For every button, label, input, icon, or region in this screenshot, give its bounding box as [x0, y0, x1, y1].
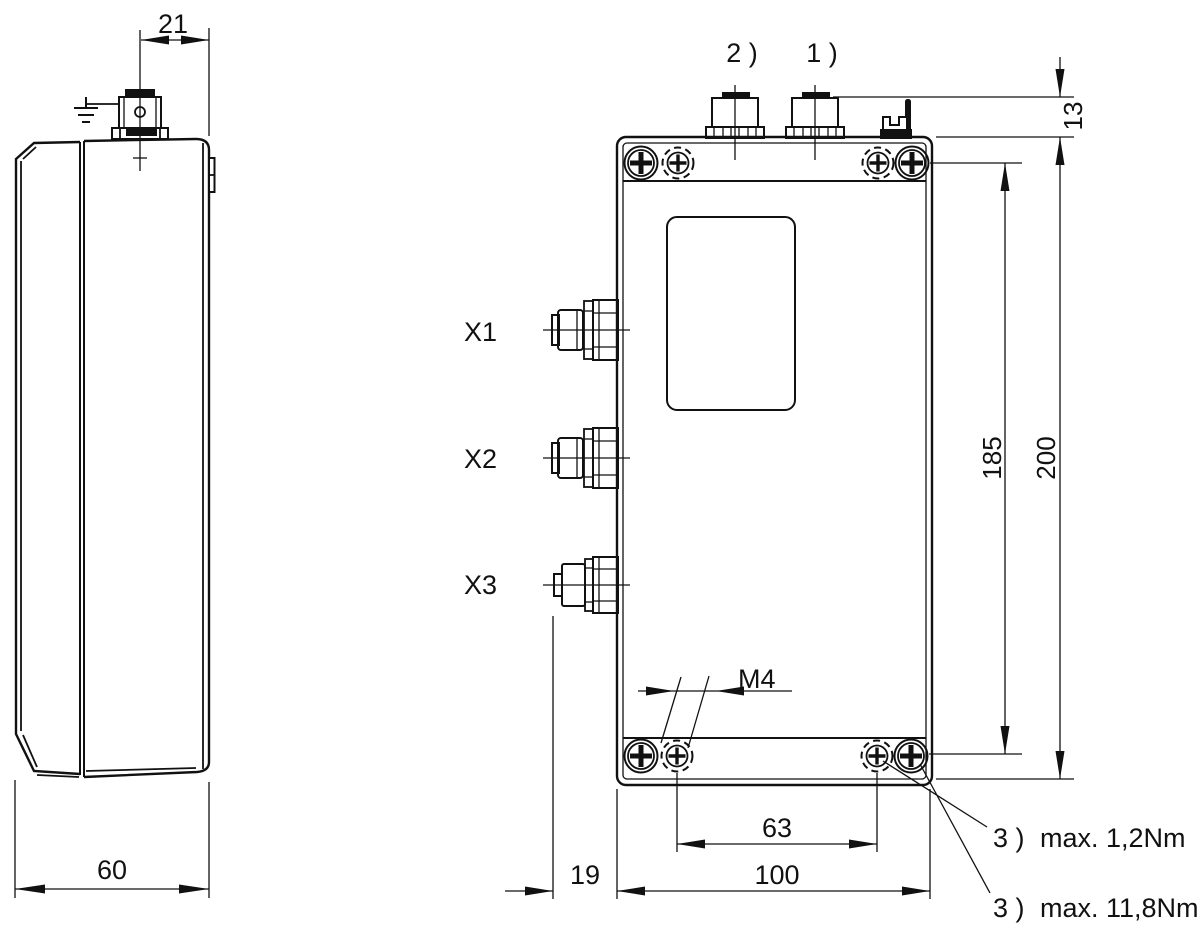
phillips-screw-bottom-left	[623, 738, 659, 774]
dim-13: 13	[833, 57, 1088, 130]
note-1-ref: 3 )	[993, 823, 1025, 853]
note-1-text: max. 1,2Nm	[1040, 823, 1186, 853]
dim-63-value: 63	[762, 813, 792, 843]
dim-m4: M4	[638, 664, 792, 749]
port-x1-label: X1	[464, 317, 497, 347]
gland-x3	[543, 556, 630, 614]
phillips-screw-bottom-right	[893, 738, 929, 774]
dim-200-value: 200	[1031, 436, 1061, 479]
port-x3-label: X3	[464, 570, 497, 600]
front-view: 2 ) 1 )	[464, 38, 1199, 923]
dim-m4-value: M4	[738, 664, 776, 694]
connector-1-label: 1 )	[806, 38, 838, 68]
gland-x1	[543, 299, 630, 361]
side-top-connector	[111, 30, 169, 171]
top-connector-1	[785, 85, 845, 160]
port-x2-label: X2	[464, 444, 497, 474]
label-plate	[666, 216, 796, 411]
dim-21-value: 21	[158, 9, 188, 39]
dim-60-value: 60	[97, 855, 127, 885]
side-view-lid	[14, 140, 81, 778]
note-2-ref: 3 )	[993, 893, 1025, 923]
dim-19-value: 19	[570, 860, 600, 890]
connector-2-label: 2 )	[726, 38, 758, 68]
dim-13-value: 13	[1058, 102, 1088, 131]
dim-19-100: 19 100	[505, 616, 931, 899]
captive-screw-top-left	[661, 146, 695, 180]
ground-symbol	[74, 97, 119, 123]
dim-185-value: 185	[977, 436, 1007, 479]
dim-100-value: 100	[754, 860, 799, 890]
note-2-text: max. 11,8Nm	[1040, 893, 1199, 923]
captive-screw-bottom-right	[860, 739, 894, 773]
captive-screw-top-right	[861, 146, 895, 180]
side-view: 21 60	[14, 9, 216, 898]
side-view-body	[79, 137, 211, 779]
dim-63: 63	[676, 773, 878, 852]
dim-185: 185	[929, 162, 1022, 755]
side-mount-tab	[208, 157, 216, 193]
captive-screw-bottom-left	[660, 739, 694, 773]
dim-200: 200	[936, 136, 1074, 780]
mount-bracket	[880, 99, 912, 139]
dim-21: 21	[141, 9, 210, 136]
phillips-screw-top-left	[623, 145, 659, 181]
top-connector-2	[705, 85, 765, 160]
torque-notes: 3 ) max. 1,2Nm 3 ) max. 11,8Nm	[882, 760, 1199, 923]
phillips-screw-top-right	[894, 145, 930, 181]
dim-60: 60	[14, 780, 210, 898]
gland-x2	[543, 427, 630, 489]
